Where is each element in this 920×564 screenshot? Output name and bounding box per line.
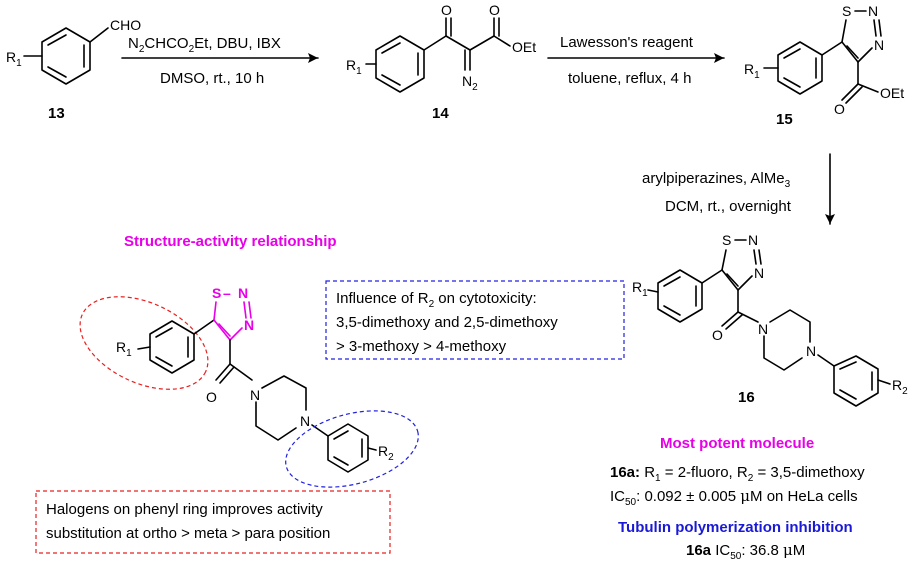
r2-aryl-highlight-ellipse (285, 410, 419, 488)
amide-oxygen-sar: O (206, 389, 217, 405)
step1-conditions: DMSO, rt., 10 h (160, 70, 264, 87)
r2-influence-line3: > 3-methoxy > 4-methoxy (336, 338, 507, 355)
r2-label-16: R2 (892, 377, 908, 397)
r2-influence-line2: 3,5-dimethoxy and 2,5-dimethoxy (336, 314, 558, 331)
sar-molecule-structure: R1 S – N N O N N R2 (79, 285, 419, 488)
amide-oxygen-16: O (712, 327, 723, 343)
potent-line1: 16a: R1 = 2-fluoro, R2 = 3,5-dimethoxy (610, 464, 865, 484)
nitrogen-atom-sar-b: N (244, 317, 254, 333)
nitrogen-atom-15b: N (874, 37, 884, 53)
r1-label-16: R1 (632, 279, 648, 299)
potent-title: Most potent molecule (660, 435, 814, 452)
r1-label-sar: R1 (116, 339, 132, 359)
compound-15-number: 15 (776, 111, 793, 128)
sulfur-atom-15: S (842, 3, 851, 19)
halogen-effect-line1: Halogens on phenyl ring improves activit… (46, 501, 323, 518)
step2-arrow: Lawesson's reagent toluene, reflux, 4 h (547, 34, 725, 87)
step3-conditions: DCM, rt., overnight (665, 198, 792, 215)
step3-arrow: arylpiperazines, AlMe3 DCM, rt., overnig… (642, 153, 835, 225)
halogen-effect-line2: substitution at ortho > meta > para posi… (46, 525, 330, 542)
nitrogen-atom-16a: N (748, 232, 758, 248)
piperazine-n1-16: N (758, 321, 768, 337)
piperazine-n1-sar: N (250, 387, 260, 403)
tubulin-title: Tubulin polymerization inhibition (618, 519, 853, 536)
sar-title: Structure-activity relationship (124, 233, 337, 250)
step2-reagent: Lawesson's reagent (560, 34, 694, 51)
sulfur-atom-16: S (722, 232, 731, 248)
step1-reagents: N2CHCO2Et, DBU, IBX (128, 35, 281, 55)
r2-label-sar: R2 (378, 443, 394, 463)
ester-carbonyl-oxygen-15: O (834, 101, 845, 117)
piperazine-n4-sar: N (300, 413, 310, 429)
ester-oet-14: OEt (512, 39, 536, 55)
halogen-effect-box (35, 490, 391, 554)
compound-16-number: 16 (738, 389, 755, 406)
r2-influence-line1: Influence of R2 on cytotoxicity: (336, 290, 537, 310)
sulfur-nitrogen-bond: – (223, 285, 231, 301)
tubulin-ic50: 16a IC50: 36.8 μM (686, 541, 805, 562)
diazo-group: N2 (462, 73, 478, 93)
nitrogen-atom-16b: N (754, 265, 764, 281)
step3-reagents: arylpiperazines, AlMe3 (642, 170, 791, 190)
ester-carbonyl-oxygen: O (489, 2, 500, 18)
r1-label-14: R1 (346, 57, 362, 77)
piperazine-n4-16: N (806, 343, 816, 359)
compound-16-structure: R1 S N N O N N R2 16 (632, 232, 908, 407)
phenyl-ring-highlight-ellipse (79, 296, 209, 390)
sulfur-atom-sar: S (212, 285, 221, 301)
nitrogen-atom-sar-a: N (238, 285, 248, 301)
compound-13-structure: CHO R1 13 (6, 17, 141, 122)
aldehyde-label: CHO (110, 17, 141, 33)
step2-conditions: toluene, reflux, 4 h (568, 70, 691, 87)
compound-14-structure: R1 O N2 O OEt 14 (346, 2, 536, 122)
step1-arrow: N2CHCO2Et, DBU, IBX DMSO, rt., 10 h (121, 35, 319, 87)
nitrogen-atom-15a: N (868, 3, 878, 19)
r2-influence-box (325, 280, 625, 360)
compound-15-structure: R1 S N N O OEt 15 (744, 3, 904, 128)
ester-oet-15: OEt (880, 85, 904, 101)
compound-13-number: 13 (48, 105, 65, 122)
potent-line2: IC50: 0.092 ± 0.005 μM on HeLa cells (610, 487, 858, 508)
compound-14-number: 14 (432, 105, 449, 122)
ketone-oxygen: O (441, 2, 452, 18)
r1-label-15: R1 (744, 61, 760, 81)
r1-label-13: R1 (6, 49, 22, 69)
